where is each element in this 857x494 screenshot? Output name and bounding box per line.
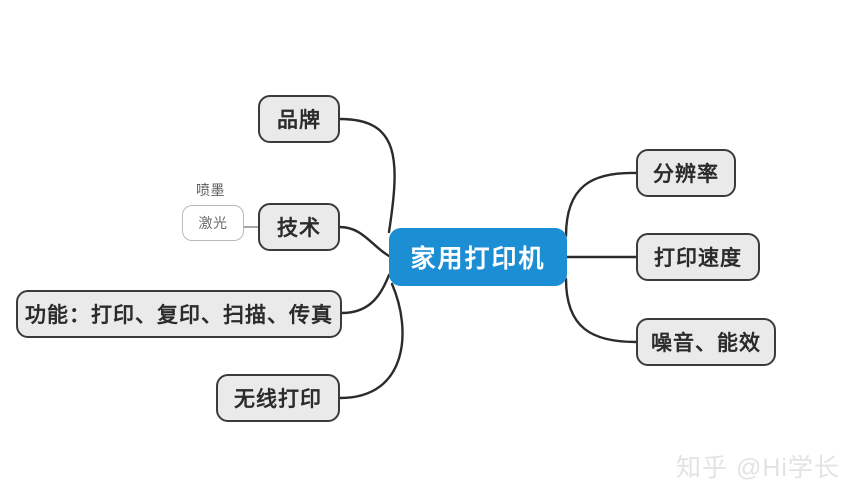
edge-resolution (564, 171, 638, 238)
node-noise-efficiency[interactable]: 噪音、能效 (636, 318, 776, 366)
node-function[interactable]: 功能：打印、复印、扫描、传真 (16, 290, 342, 338)
node-brand[interactable]: 品牌 (258, 95, 340, 143)
edge-function (340, 273, 391, 315)
edge-noise (564, 277, 638, 344)
node-resolution[interactable]: 分辨率 (636, 149, 736, 197)
node-wireless[interactable]: 无线打印 (216, 374, 340, 422)
node-tech[interactable]: 技术 (258, 203, 340, 251)
node-central-topic[interactable]: 家用打印机 (389, 228, 567, 286)
node-inkjet-label: 喷墨 (196, 182, 225, 198)
edge-tech (338, 225, 391, 258)
edge-wireless (338, 282, 404, 400)
edge-brand (338, 117, 396, 234)
node-print-speed[interactable]: 打印速度 (636, 233, 760, 281)
watermark: 知乎 @Hi学长 (676, 454, 840, 482)
node-laser[interactable]: 激光 (182, 205, 244, 241)
